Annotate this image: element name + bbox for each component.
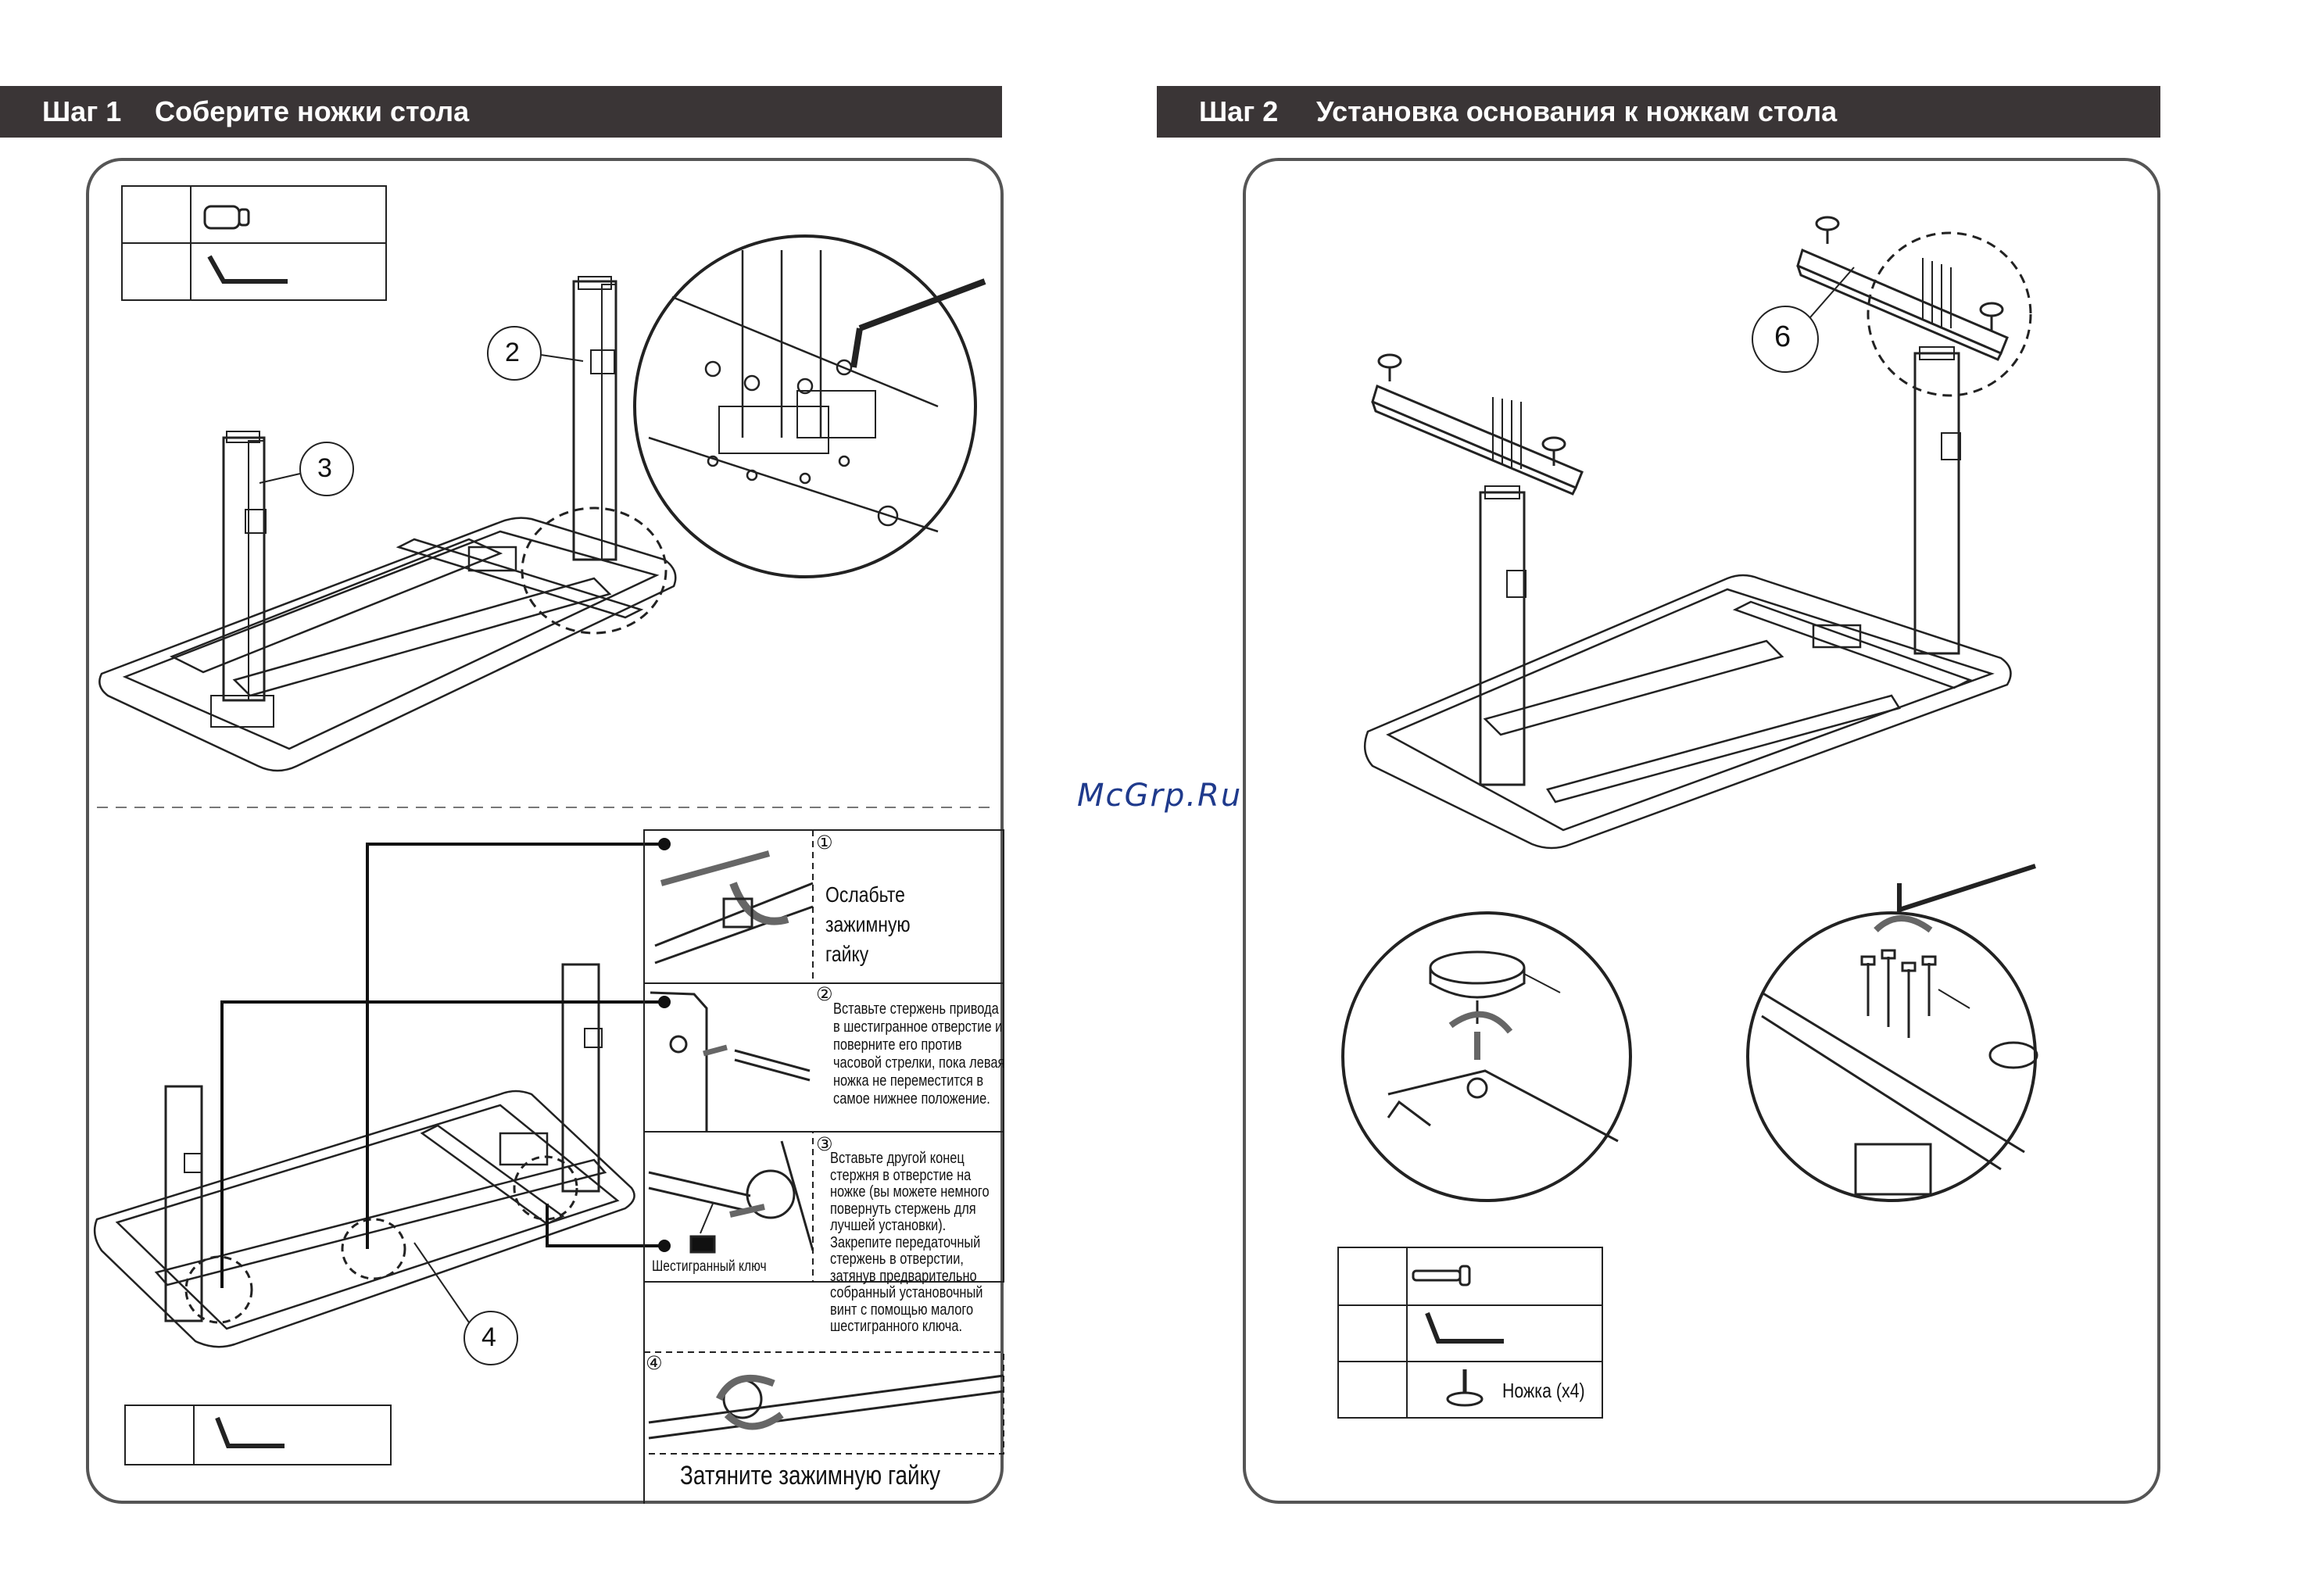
step1-header: Шаг 1 Соберите ножки стола — [0, 86, 1002, 138]
substep4-text: Затяните зажимную гайку — [680, 1461, 941, 1490]
callout-3: 3 — [317, 453, 332, 483]
zoom-foot-circle — [1341, 911, 1632, 1202]
step2-label: Шаг 2 — [1199, 95, 1279, 127]
substep3-num: ③ — [816, 1134, 833, 1155]
zoom-lower-mid — [341, 1218, 406, 1280]
hex-key-icon — [207, 255, 288, 284]
zoom-screw-circle — [1746, 911, 2037, 1202]
substep2-art — [650, 991, 811, 1132]
substep1-art — [654, 850, 814, 964]
leg-3 — [210, 431, 274, 728]
step2-panel — [1243, 158, 2160, 1504]
zoom-big-detail — [648, 250, 986, 533]
callout-2: 2 — [505, 338, 520, 367]
step1-label: Шаг 1 — [42, 95, 122, 127]
substep2-text: Вставьте стержень привода в шестигранное… — [833, 1000, 1005, 1108]
substep4-art — [648, 1374, 1004, 1440]
base-bar-left — [1371, 353, 1584, 496]
base-bar-right — [1796, 216, 2009, 361]
substep3-art — [648, 1140, 814, 1254]
callout-circle-4 — [464, 1311, 518, 1365]
callout-circle-6 — [1752, 306, 1819, 373]
step2-title: Установка основания к ножкам стола — [1316, 95, 1838, 127]
table-upper — [98, 517, 677, 772]
hex-key-label: Шестигранный ключ — [652, 1258, 767, 1275]
parts-box-step1-bottom — [124, 1405, 392, 1465]
zoom-lower-left — [184, 1255, 253, 1324]
zoom-foot-detail — [1387, 950, 1619, 1143]
leg-lower-right — [561, 963, 603, 1193]
leg-step2-right — [1913, 346, 1961, 655]
leg-2 — [572, 276, 617, 561]
callout-4: 4 — [481, 1322, 496, 1352]
step1-title: Соберите ножки стола — [155, 95, 470, 127]
substep1-text: Ослабьте зажимную гайку — [825, 882, 911, 966]
hex-key-icon — [1425, 1312, 1504, 1344]
callout-circle-3 — [299, 442, 354, 496]
hex-key-icon — [215, 1416, 285, 1448]
callout-6: 6 — [1774, 320, 1791, 353]
screw-icon — [203, 205, 250, 230]
zoom-lower-right — [513, 1155, 578, 1221]
substep1-num: ① — [816, 832, 833, 853]
substep3-text: Вставьте другой конец стержня в отверсти… — [830, 1150, 990, 1335]
zoom-step2-top-circle — [1867, 231, 2032, 397]
table-step2 — [1363, 574, 2012, 850]
zoom-small-circle — [521, 506, 668, 635]
zoom-big-circle — [633, 234, 977, 578]
leg-lower-left — [164, 1085, 203, 1322]
substep2-num: ② — [816, 984, 833, 1005]
leg-step2-left — [1479, 485, 1527, 786]
foot-label: Ножка (x4) — [1502, 1379, 1585, 1402]
substep4-num: ④ — [646, 1353, 663, 1374]
connector-lines — [220, 838, 671, 1288]
callout-circle-2 — [487, 326, 542, 381]
watermark: McGrp.Ru — [1077, 778, 1243, 814]
zoom-screw-detail — [1761, 864, 2038, 1196]
screw-icon — [1412, 1265, 1471, 1286]
parts-box-step2 — [1337, 1247, 1603, 1419]
parts-box-step1-top — [121, 185, 387, 301]
foot-icon — [1446, 1369, 1484, 1407]
step2-header: Шаг 2 Установка основания к ножкам стола — [1157, 86, 2160, 138]
